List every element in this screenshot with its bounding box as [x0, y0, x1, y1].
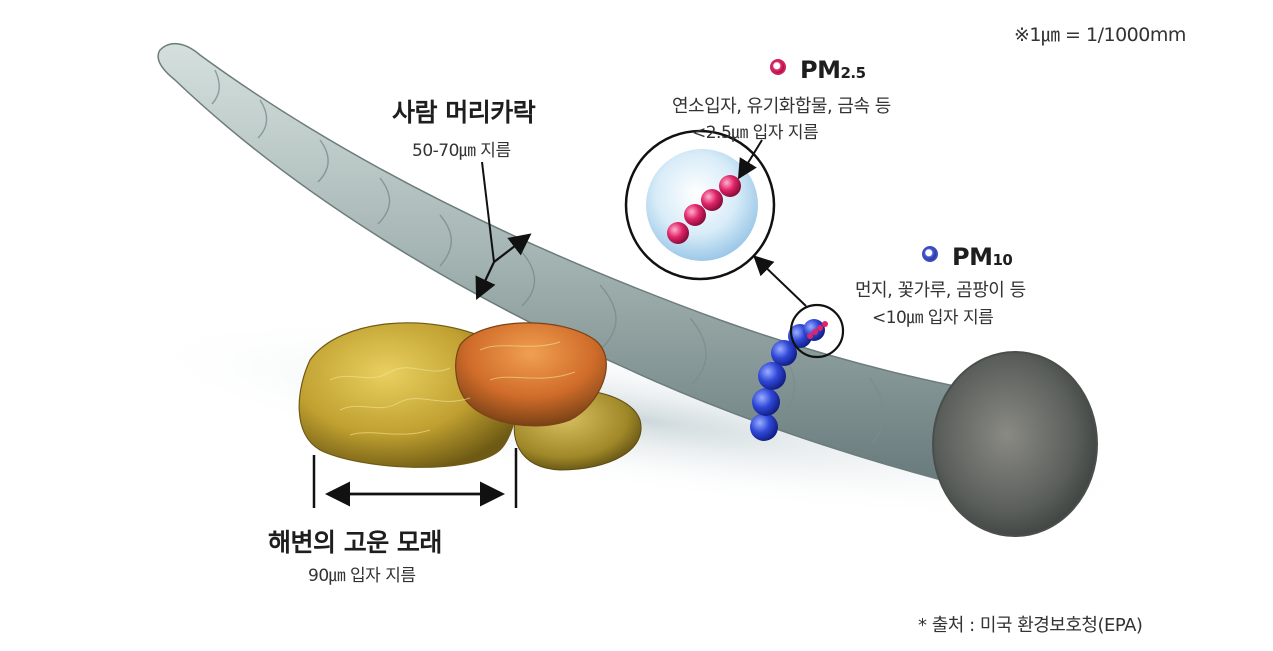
pm10-label-main: PM [952, 243, 993, 271]
sand-grains [298, 322, 642, 471]
pm10-label-sub: 10 [992, 251, 1013, 269]
pm10-dot-icon [922, 246, 938, 262]
pm25-size: <2.5㎛ 입자 지름 [692, 123, 819, 143]
pm10-size: <10㎛ 입자 지름 [872, 308, 994, 328]
pm10-description: 먼지, 꽃가루, 곰팡이 등 [855, 280, 1026, 301]
pm25-pointer-arrow [737, 139, 763, 180]
unit-note: ※1㎛ = 1/1000mm [1014, 24, 1186, 46]
hair-diameter-arrow [475, 161, 532, 300]
sand-width-arrow [312, 448, 518, 508]
sand-label: 해변의 고운 모래 [268, 528, 442, 557]
source-note: * 출처 : 미국 환경보호청(EPA) [918, 615, 1143, 636]
pm25-description: 연소입자, 유기화합물, 금속 등 [672, 96, 891, 117]
pm25-dot-icon [770, 59, 786, 75]
hair-cross-section [932, 351, 1098, 537]
pm25-magnifier-large [624, 129, 776, 281]
pm25-magnifier-small [789, 303, 845, 359]
pm25-label: PM2.5 [800, 56, 866, 84]
hair-size: 50-70㎛ 지름 [412, 141, 511, 161]
pm10-label: PM10 [952, 243, 1013, 271]
hair-cuticle-lines [211, 69, 884, 445]
sand-size: 90㎛ 입자 지름 [308, 566, 416, 586]
pm25-label-main: PM [800, 56, 841, 84]
hair-label: 사람 머리카락 [392, 98, 536, 127]
pm25-label-sub: 2.5 [840, 64, 866, 82]
magnify-arrow [753, 255, 807, 307]
